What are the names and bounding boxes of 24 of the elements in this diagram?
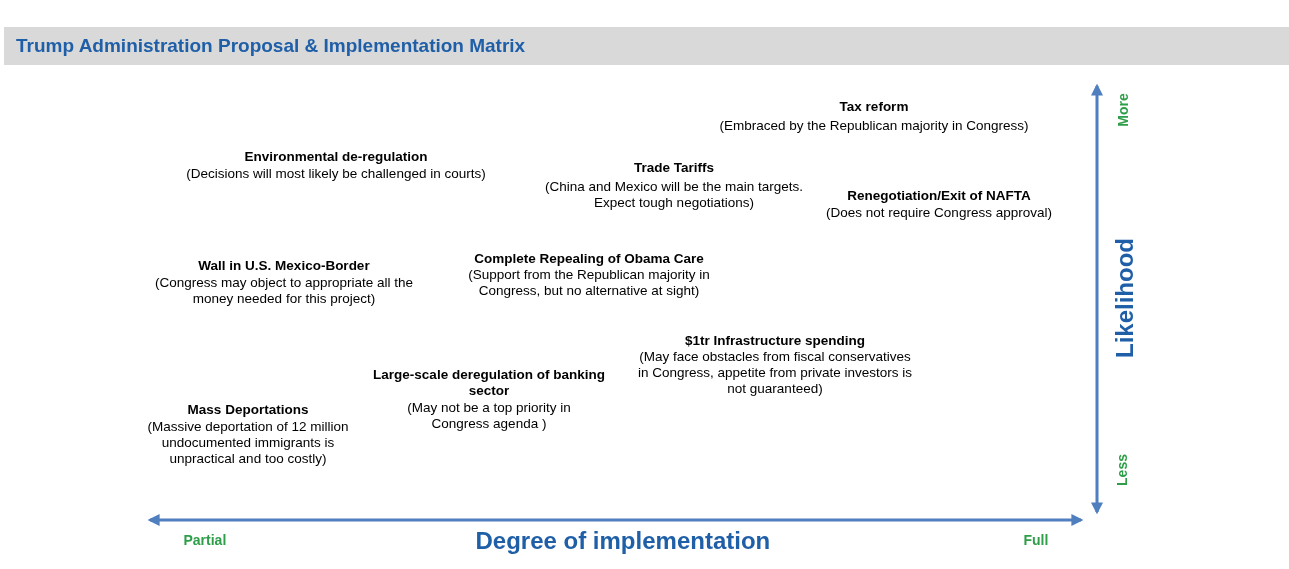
item-heading: Mass Deportations [186, 402, 310, 418]
item-description: (China and Mexico will be the main targets. Expect tough negotiations) [543, 179, 805, 211]
item-heading: Large-scale deregulation of banking sector [372, 367, 606, 399]
item-description: (Support from the Republican majority in Congress, but no alternative at sight) [467, 267, 711, 299]
item-description: (Congress may object to appropriate all the money needed for this project) [153, 275, 415, 307]
axis-title: Degree of implementation [475, 527, 771, 555]
item-description: (Massive deportation of 12 million undocumented immigrants is unpractical and too costly) [146, 419, 350, 467]
axis-end-label: More [1114, 93, 1131, 127]
item-description: (May not be a top priority in Congress agenda ) [406, 400, 572, 432]
item-description: (Does not require Congress approval) [825, 205, 1053, 221]
axis-title: Likelihood [1111, 238, 1139, 358]
title: Trump Administration Proposal & Implementation Matrix [16, 35, 526, 57]
item-heading: Tax reform [838, 99, 910, 115]
item-description: (May face obstacles from fiscal conservatives in Congress, appetite from private investors is not guaranteed) [637, 349, 913, 397]
item-description: (Decisions will most likely be challenged in courts) [185, 166, 487, 182]
axis-end-label: Partial [183, 532, 227, 548]
item-heading: $1tr Infrastructure spending [683, 333, 866, 349]
axis-end-label: Full [1023, 532, 1049, 548]
item-heading: Environmental de-regulation [243, 149, 429, 165]
item-heading: Complete Repealing of Obama Care [473, 251, 705, 267]
item-heading: Wall in U.S. Mexico-Border [197, 258, 371, 274]
axis-end-label: Less [1113, 454, 1130, 486]
item-description: (Embraced by the Republican majority in Congress) [718, 118, 1030, 134]
item-heading: Trade Tariffs [633, 160, 715, 176]
